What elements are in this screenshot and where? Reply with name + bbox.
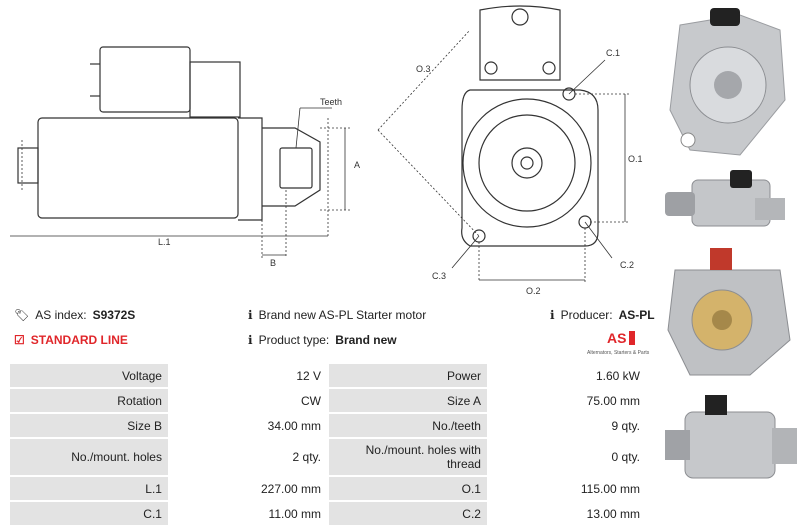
- photo-rear[interactable]: [667, 248, 791, 376]
- product-info: 🏷 AS index: S9372S ☑ STANDARD LINE ℹ Bra…: [10, 305, 655, 355]
- photo-side-top[interactable]: [665, 170, 785, 227]
- spec-label: No./teeth: [329, 414, 487, 437]
- spec-label: Size A: [329, 389, 487, 412]
- label-o3: O.3: [416, 64, 431, 74]
- photo-side-bottom[interactable]: [665, 395, 797, 479]
- spec-label: C.1: [10, 502, 168, 525]
- spec-value: 0 qty.: [488, 439, 646, 475]
- spec-value: 2 qty.: [169, 439, 327, 475]
- info-icon: ℹ: [550, 308, 555, 322]
- label-o1: O.1: [628, 154, 643, 164]
- product-photos: [665, 8, 797, 479]
- spec-value: 12 V: [169, 364, 327, 387]
- info-icon: ℹ: [248, 333, 253, 347]
- spec-value: 11.00 mm: [169, 502, 327, 525]
- checkbox-icon: ☑: [14, 333, 25, 347]
- spec-value: 9 qty.: [488, 414, 646, 437]
- label-c1: C.1: [606, 48, 620, 58]
- brand-info: ℹ Brand new AS-PL Starter motor: [248, 308, 426, 322]
- product-type-label: Product type:: [258, 333, 330, 347]
- producer-label: Producer:: [560, 308, 613, 322]
- label-l1: L.1: [158, 237, 171, 247]
- spec-value: 227.00 mm: [169, 477, 327, 500]
- spec-value: 115.00 mm: [488, 477, 646, 500]
- spec-label: C.2: [329, 502, 487, 525]
- brand-text: Brand new AS-PL Starter motor: [258, 308, 427, 322]
- as-index-label: AS index:: [35, 308, 87, 322]
- motor-body: [37, 117, 239, 219]
- producer-value: AS-PL: [618, 308, 655, 322]
- spec-label: Voltage: [10, 364, 168, 387]
- spec-value: 75.00 mm: [488, 389, 646, 412]
- spec-label: Size B: [10, 414, 168, 437]
- spec-label: Rotation: [10, 389, 168, 412]
- solenoid: [99, 46, 191, 113]
- spec-label: No./mount. holes with thread: [329, 439, 487, 475]
- producer: ℹ Producer: AS-PL: [550, 308, 655, 322]
- photo-front[interactable]: [669, 8, 786, 156]
- as-pl-logo: AS Alternators, Starters & Parts: [585, 327, 655, 357]
- as-index: 🏷 AS index: S9372S: [14, 308, 135, 322]
- as-index-value: S9372S: [92, 308, 136, 322]
- product-type: ℹ Product type: Brand new: [248, 333, 397, 347]
- label-c3: C.3: [432, 271, 446, 281]
- spec-value: 13.00 mm: [488, 502, 646, 525]
- tag-icon: 🏷: [14, 308, 30, 322]
- spec-value: 1.60 kW: [488, 364, 646, 387]
- label-c2: C.2: [620, 260, 634, 270]
- product-type-value: Brand new: [335, 333, 397, 347]
- svg-text:AS: AS: [607, 330, 626, 346]
- label-b: B: [270, 258, 276, 268]
- logo-caption: Alternators, Starters & Parts: [587, 350, 650, 356]
- spec-label: No./mount. holes: [10, 439, 168, 475]
- label-teeth: Teeth: [320, 97, 342, 107]
- standard-line-label: STANDARD LINE: [30, 333, 128, 347]
- technical-drawing: Teeth A B L.1 O.3 C.1 O.1 C.2 C.3 O.2: [10, 5, 643, 296]
- label-o2: O.2: [526, 286, 541, 296]
- label-a: A: [354, 160, 360, 170]
- standard-line: ☑ STANDARD LINE: [14, 333, 128, 347]
- spec-label: O.1: [329, 477, 487, 500]
- spec-value: 34.00 mm: [169, 414, 327, 437]
- spec-value: CW: [169, 389, 327, 412]
- spec-label: L.1: [10, 477, 168, 500]
- info-icon: ℹ: [248, 308, 253, 322]
- spec-label: Power: [329, 364, 487, 387]
